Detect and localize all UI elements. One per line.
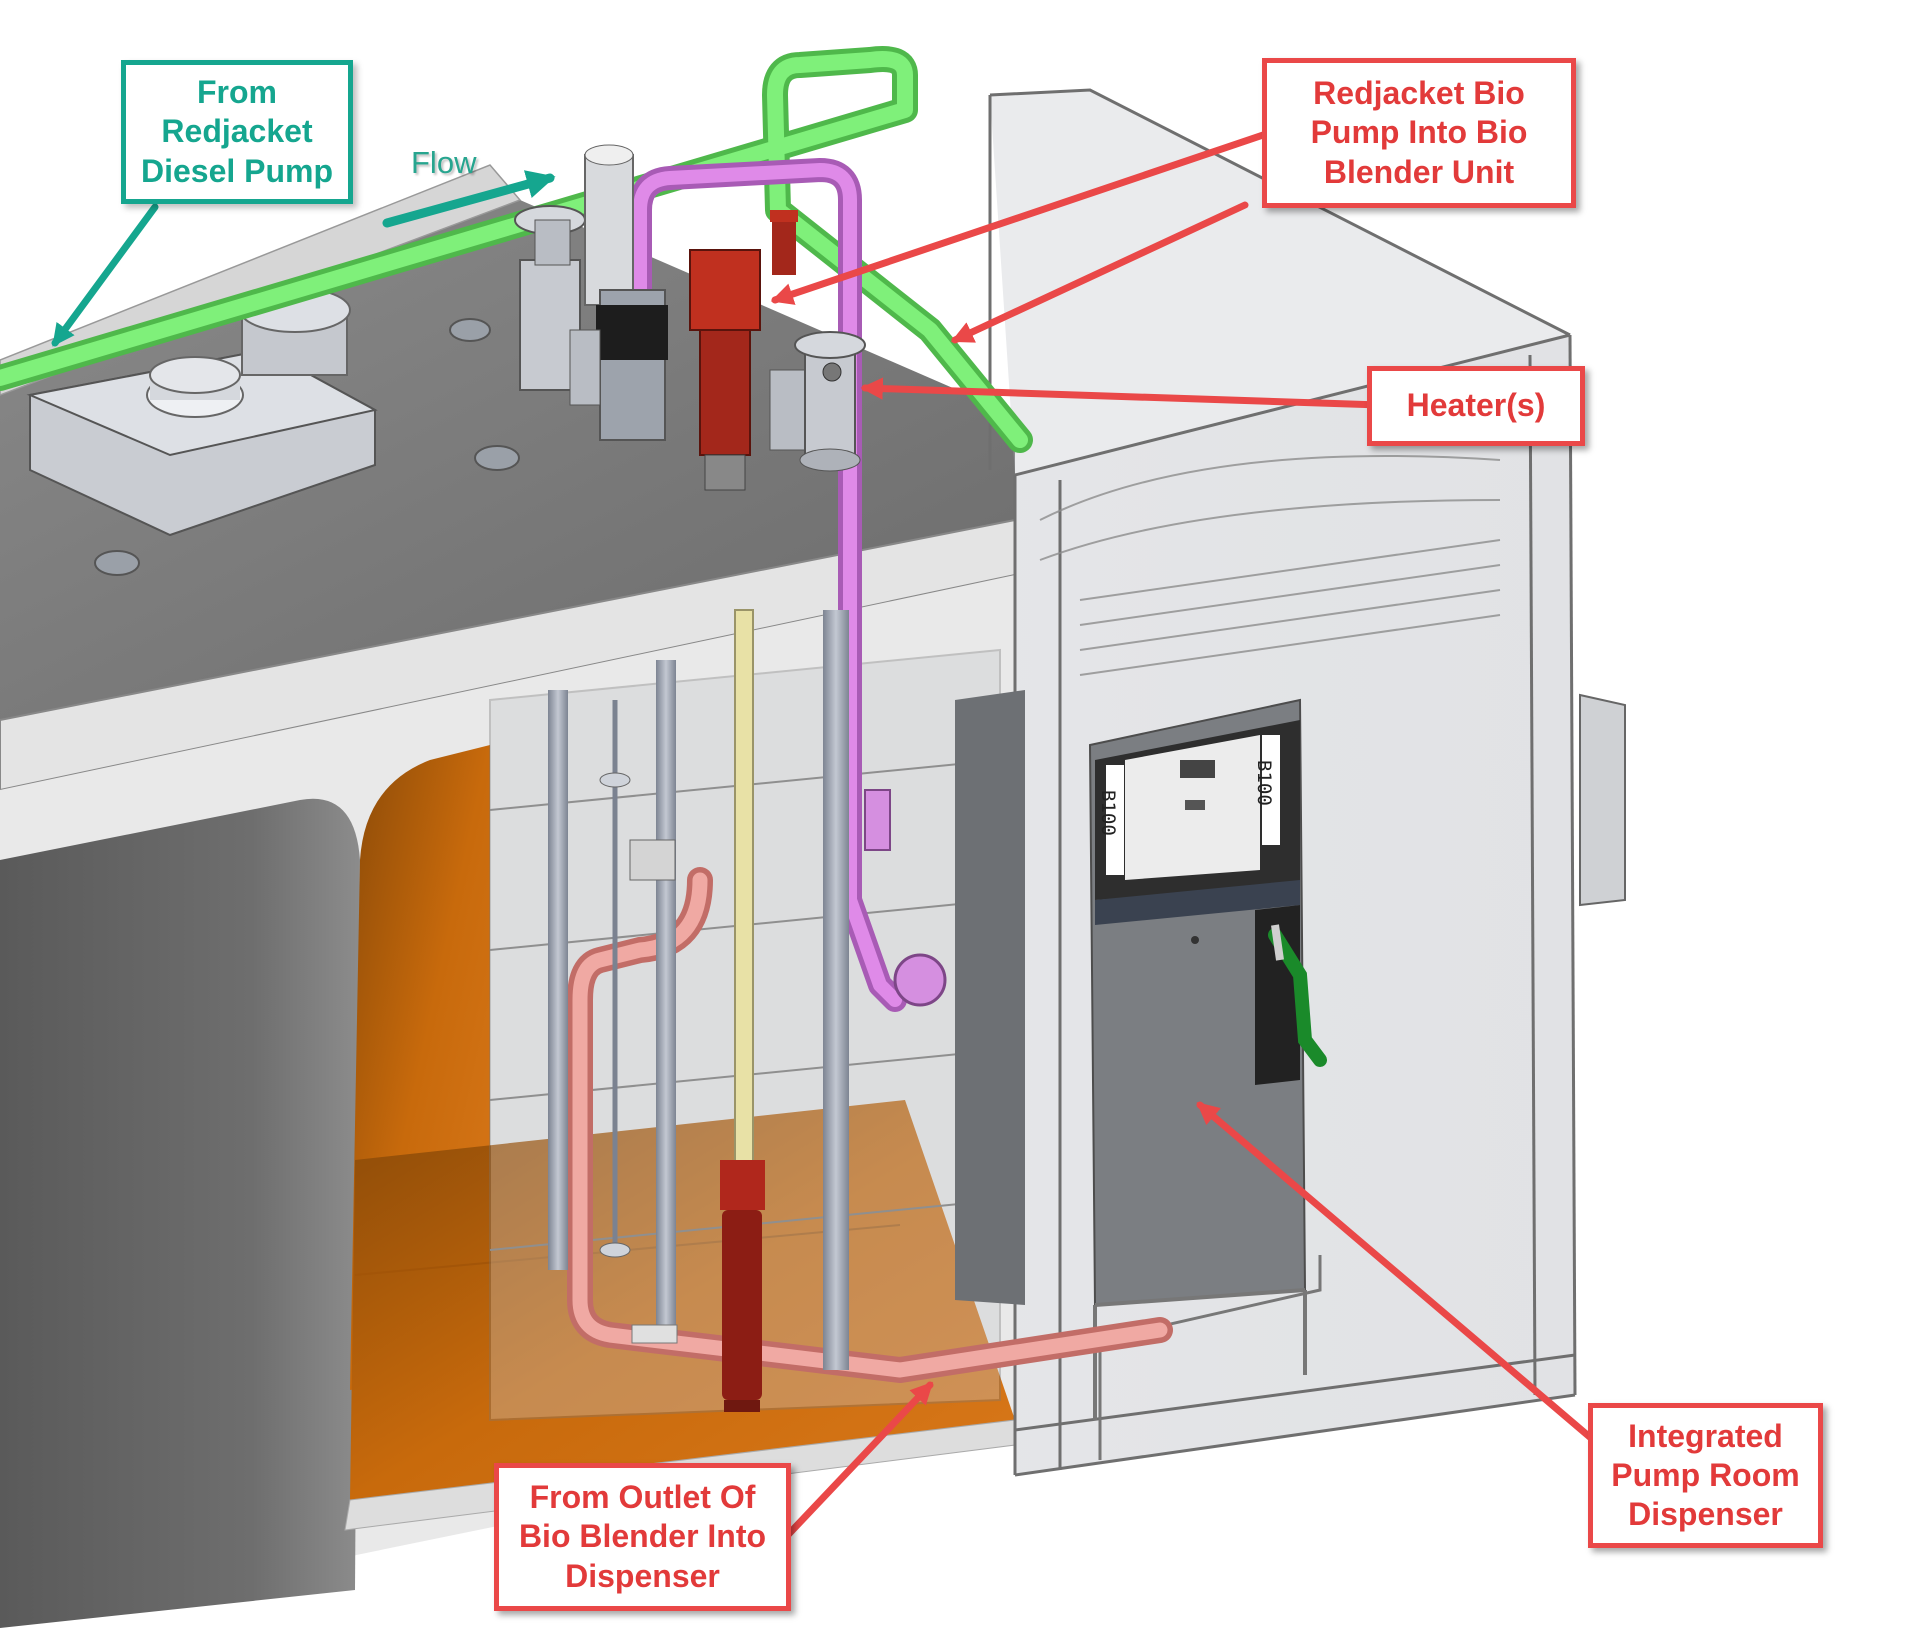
small-deck-caps: [94, 318, 520, 576]
tank-riser-pipes: [548, 610, 849, 1370]
blender-valves: [629, 789, 947, 1007]
fuel-nozzle: [1268, 924, 1327, 1067]
red-bio-pump: [689, 210, 798, 491]
bio-pump-arrow-2: [950, 201, 1249, 344]
callout-flow: Flow: [411, 145, 477, 180]
b100-label-right: B100: [1253, 760, 1275, 806]
bio-pump-arrow-1: [770, 126, 1282, 305]
diesel-supply-pipe: [0, 46, 1033, 453]
dispenser-b100-label-right: B100: [1253, 735, 1280, 845]
callout-diesel-pump: From Redjacket Diesel Pump: [121, 60, 353, 204]
callout-outlet: From Outlet Of Bio Blender Into Dispense…: [494, 1463, 791, 1611]
flow-direction-arrow: [382, 170, 556, 228]
b100-label-left: B100: [1097, 790, 1119, 836]
callout-dispenser: Integrated Pump Room Dispenser: [1588, 1403, 1823, 1548]
diesel-pump-arrow: [51, 203, 159, 347]
riser-valves: [514, 144, 816, 451]
bio-supply-pipe: [628, 158, 907, 1012]
callout-heaters: Heater(s): [1367, 366, 1585, 446]
outlet-arrow: [781, 1381, 934, 1542]
manway-box: [26, 348, 378, 537]
dispenser-unit: B100 B100: [955, 690, 1327, 1420]
manway-cylinder: [239, 287, 351, 376]
heater-unit: [794, 331, 866, 472]
dispenser-b100-label-left: B100: [1097, 765, 1124, 875]
outlet-pipe: [567, 867, 1173, 1383]
submersible-pump: [720, 609, 765, 1412]
callout-arrows: [51, 126, 1609, 1542]
heaters-arrow: [860, 377, 1384, 409]
dispenser-arrow: [1196, 1101, 1609, 1454]
callout-bio-pump: Redjacket Bio Pump Into Bio Blender Unit: [1262, 58, 1576, 208]
